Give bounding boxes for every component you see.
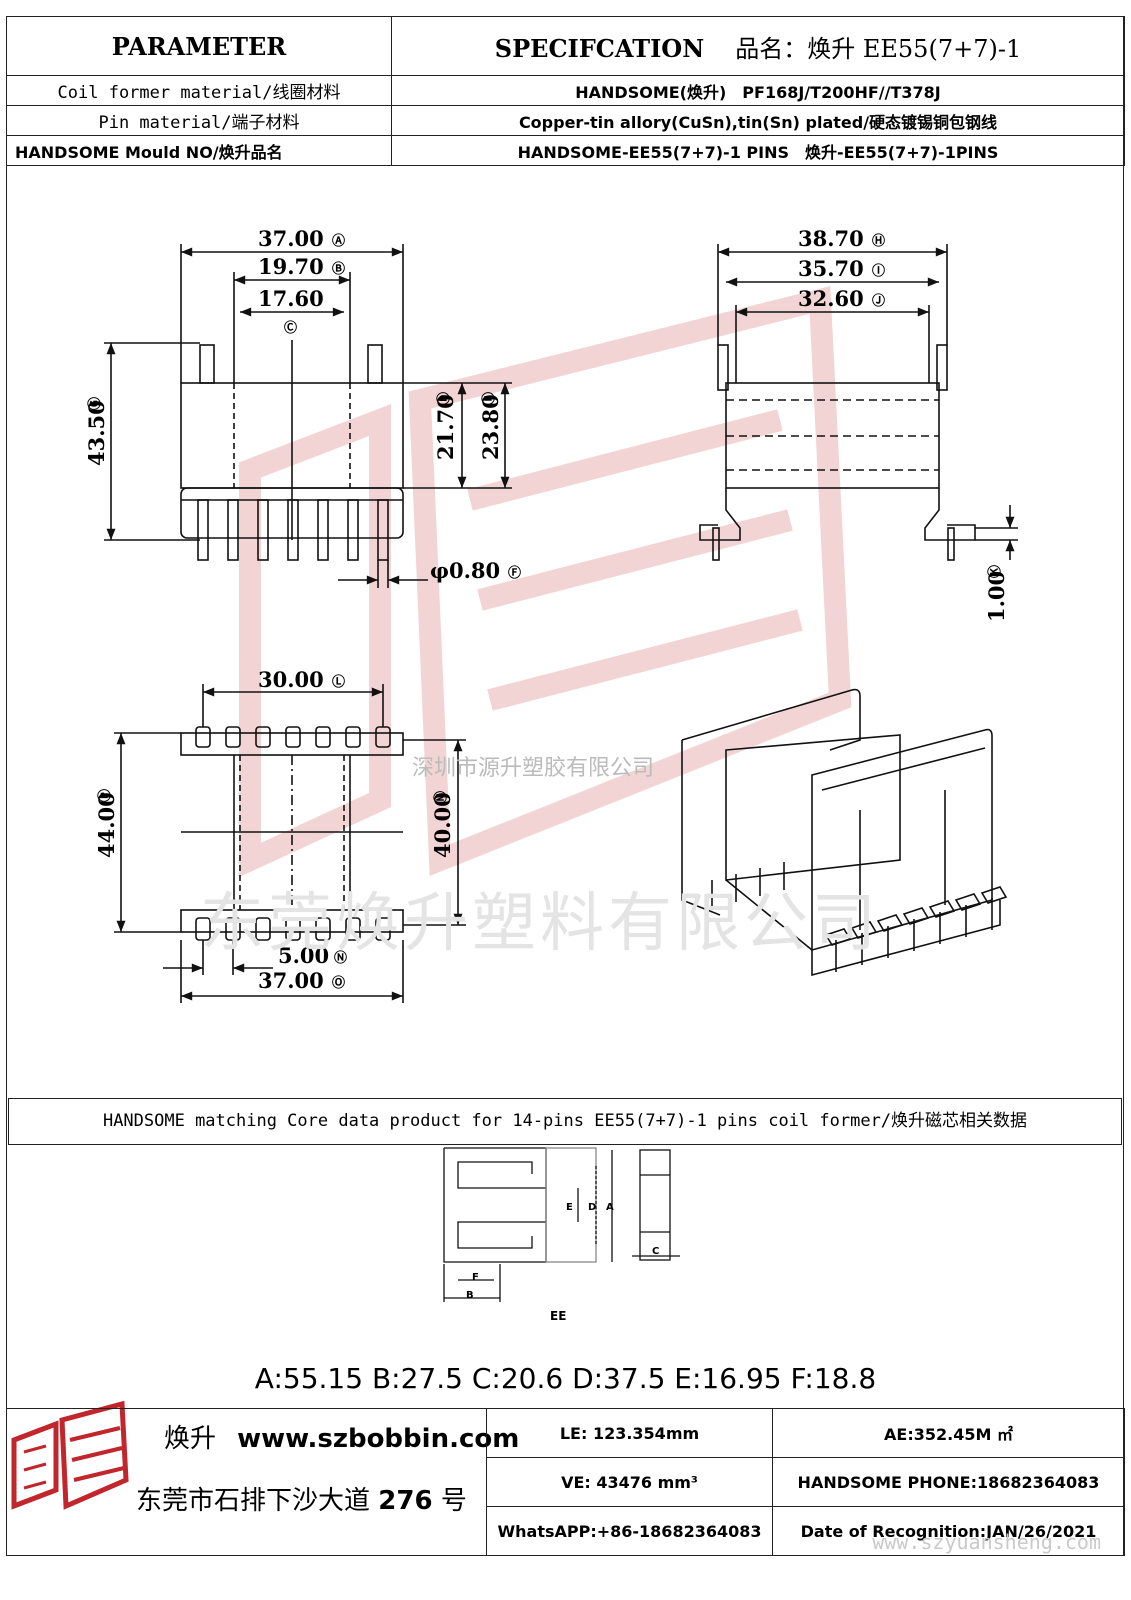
core-letter-D: D bbox=[588, 1202, 596, 1213]
product-name: 品名：焕升 EE55(7+7)-1 bbox=[735, 34, 1022, 63]
dim-M-mark: Ⓜ bbox=[433, 791, 449, 804]
specification-title: SPECIFCATION bbox=[494, 33, 705, 63]
dim-G-mark: Ⓖ bbox=[87, 397, 103, 410]
dim-I-value: 35.70 bbox=[798, 256, 864, 281]
address-street: 东莞市石排下沙大道 bbox=[136, 1486, 371, 1516]
dim-K-mark: Ⓚ bbox=[987, 565, 1003, 578]
isometric-view bbox=[681, 688, 1008, 977]
dim-O-value: 37.00 bbox=[258, 968, 324, 993]
bottom-view bbox=[114, 684, 466, 1003]
ve-value: VE: 43476 mm³ bbox=[486, 1457, 773, 1507]
address-suffix: 号 bbox=[440, 1486, 467, 1516]
address-number: 276 bbox=[378, 1486, 433, 1516]
brand-website[interactable]: www.szbobbin.com bbox=[237, 1424, 520, 1454]
watermark-company-small: 深圳市源升塑胶有限公司 bbox=[412, 756, 655, 781]
watermark-company-large: 东莞焕升塑料有限公司 bbox=[200, 887, 880, 961]
row-value-mould-no: HANDSOME-EE55(7+7)-1 PINS 焕升-EE55(7+7)-1… bbox=[391, 135, 1125, 166]
core-diagram bbox=[443, 1147, 680, 1302]
recognition-date: Date of Recognition:JAN/26/2021 bbox=[772, 1506, 1125, 1556]
row-label-mould-no: HANDSOME Mould NO/焕升品名 bbox=[6, 135, 392, 166]
dim-B-value: 19.70 bbox=[258, 254, 324, 279]
dim-E-mark: Ⓔ bbox=[481, 392, 497, 405]
dimension-labels: 37.00 Ⓐ 19.70 Ⓑ 17.60 Ⓒ 21.70 Ⓓ 23.80 Ⓔ … bbox=[84, 226, 1009, 993]
le-value: LE: 123.354mm bbox=[486, 1408, 773, 1458]
watermark-url: www.szyuansheng.com bbox=[872, 1530, 1101, 1554]
dim-C-value: 17.60 bbox=[258, 286, 324, 311]
row-label-coil-material: Coil former material/线圈材料 bbox=[6, 75, 392, 106]
dim-E-value: 23.80 bbox=[478, 394, 503, 460]
dim-P-value: 44.00 bbox=[94, 792, 119, 858]
core-letter-E: E bbox=[566, 1202, 573, 1213]
core-letter-F: F bbox=[472, 1272, 479, 1283]
dim-H-mark: Ⓗ bbox=[872, 233, 885, 249]
dim-A-value: 37.00 bbox=[258, 226, 324, 251]
row-value-coil-material: HANDSOME(焕升) PF168J/T200HF//T378J bbox=[391, 75, 1125, 106]
iso-pins bbox=[711, 862, 1008, 972]
core-letter-C: C bbox=[652, 1246, 659, 1257]
dim-P-mark: Ⓟ bbox=[97, 789, 113, 802]
dim-J-mark: Ⓙ bbox=[872, 293, 885, 309]
spec-header-table: PARAMETER SPECIFCATION 品名：焕升 EE55(7+7)-1… bbox=[6, 16, 1125, 166]
footer-data-table: LE: 123.354mm AE:352.45M ㎡ VE: 43476 mm³… bbox=[486, 1408, 1125, 1556]
brand-line: 焕升 www.szbobbin.com bbox=[164, 1418, 519, 1455]
dim-M-value: 40.00 bbox=[430, 792, 455, 858]
dim-O-mark: Ⓞ bbox=[332, 975, 345, 991]
dim-F-value: φ0.80 bbox=[430, 558, 500, 583]
dim-D-mark: Ⓓ bbox=[436, 392, 452, 405]
brand-name: 焕升 bbox=[164, 1424, 217, 1454]
dim-G-value: 43.50 bbox=[84, 400, 109, 466]
front-view bbox=[104, 244, 512, 588]
dim-L-mark: Ⓛ bbox=[332, 674, 345, 690]
side-view bbox=[699, 244, 1018, 561]
dim-N-mark: Ⓝ bbox=[334, 950, 347, 966]
dim-J-value: 32.60 bbox=[798, 286, 864, 311]
dim-F-mark: Ⓕ bbox=[508, 565, 521, 581]
dim-K-value: 1.00 bbox=[984, 571, 1009, 622]
specification-cell: SPECIFCATION 品名：焕升 EE55(7+7)-1 bbox=[391, 16, 1125, 76]
dim-B-mark: Ⓑ bbox=[332, 261, 345, 277]
dim-N-value: 5.00 bbox=[278, 943, 329, 968]
row-label-pin-material: Pin material/端子材料 bbox=[6, 105, 392, 136]
dim-H-value: 38.70 bbox=[798, 226, 864, 251]
core-letter-B: B bbox=[466, 1290, 474, 1301]
dim-I-mark: Ⓘ bbox=[872, 263, 885, 279]
bottom-pins-top bbox=[195, 726, 391, 748]
dim-C-mark: Ⓒ bbox=[284, 320, 297, 336]
core-diagram-letters: A B C D E F EE bbox=[466, 1202, 659, 1323]
core-values: A:55.15 B:27.5 C:20.6 D:37.5 E:16.95 F:1… bbox=[254, 1362, 877, 1395]
whatsapp-value: WhatsAPP:+86-18682364083 bbox=[486, 1506, 773, 1556]
bottom-pins-bottom bbox=[195, 917, 391, 941]
core-data-band: HANDSOME matching Core data product for … bbox=[8, 1098, 1122, 1145]
core-letter-A: A bbox=[606, 1202, 614, 1213]
parameter-title: PARAMETER bbox=[6, 16, 392, 76]
phone-value: HANDSOME PHONE:18682364083 bbox=[772, 1457, 1125, 1507]
core-type-label: EE bbox=[550, 1309, 566, 1323]
dim-L-value: 30.00 bbox=[258, 667, 324, 692]
dim-A-mark: Ⓐ bbox=[332, 233, 345, 249]
ae-value: AE:352.45M ㎡ bbox=[772, 1408, 1125, 1458]
dim-D-value: 21.70 bbox=[433, 394, 458, 460]
front-pins bbox=[197, 499, 389, 561]
company-address: 东莞市石排下沙大道 276 号 bbox=[136, 1480, 467, 1517]
watermark-logo bbox=[239, 286, 852, 878]
brand-logo-icon bbox=[11, 1400, 129, 1510]
